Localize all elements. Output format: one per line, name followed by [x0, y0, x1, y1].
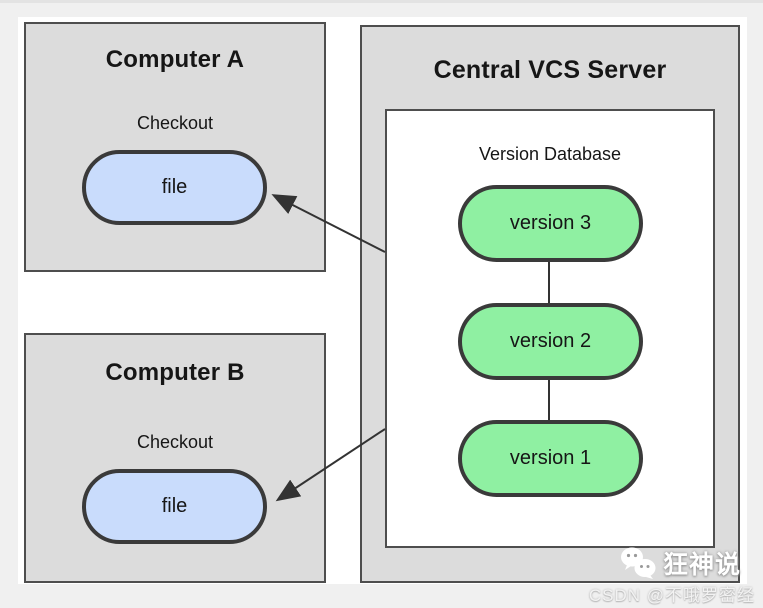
version-database-title: Version Database [478, 144, 622, 164]
computer-b-file-node: file [82, 469, 267, 544]
computer-a-file-node: file [82, 150, 267, 225]
version-3-label: version 3 [509, 212, 592, 234]
version-2-label: version 2 [509, 330, 592, 352]
computer-b-title: Computer B [105, 359, 245, 386]
central-vcs-server-title: Central VCS Server [433, 56, 667, 84]
computer-b-file-label: file [161, 495, 188, 517]
watermark-attribution-text: CSDN @不哦罗密经 [588, 586, 755, 605]
watermark: 狂神说 CSDN @不哦罗密经 [589, 546, 755, 606]
watermark-brand-text: 狂神说 [662, 551, 741, 579]
wechat-icon [620, 547, 656, 579]
version-2-node: version 2 [458, 303, 643, 380]
version-1-label: version 1 [509, 447, 592, 469]
computer-a-file-label: file [161, 176, 188, 198]
version-1-node: version 1 [458, 420, 643, 497]
computer-b-checkout-label: Checkout [136, 432, 214, 452]
top-edge-strip [0, 0, 763, 3]
computer-a-checkout-label: Checkout [136, 113, 214, 133]
computer-a-title: Computer A [105, 46, 245, 73]
version-3-node: version 3 [458, 185, 643, 262]
